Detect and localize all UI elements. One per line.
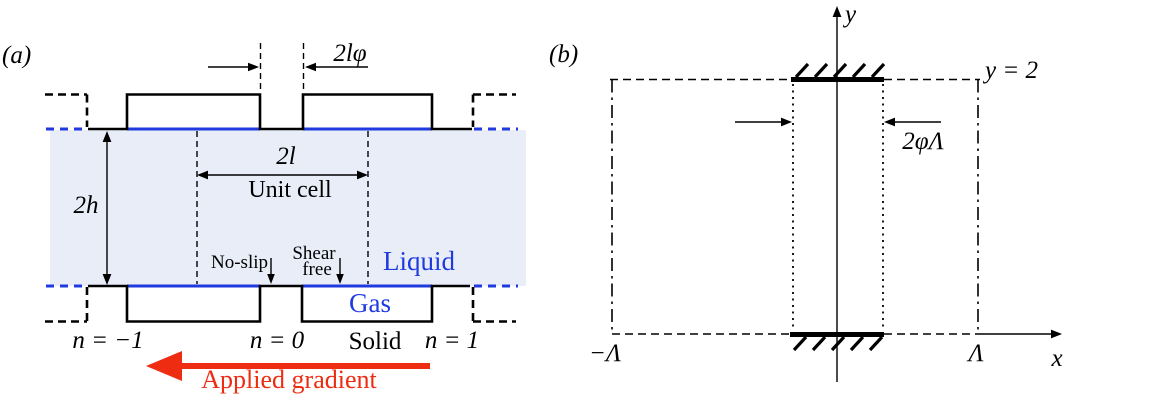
bottom-wall-outline xyxy=(88,284,470,323)
top-wall-outline xyxy=(88,93,472,131)
shear-free-annotation: Shear free xyxy=(292,243,344,284)
slot-width-dimension: 2φΛ xyxy=(735,117,944,155)
y-axis-label: y xyxy=(842,1,857,28)
top-wall xyxy=(791,62,886,82)
applied-gradient-label: Applied gradient xyxy=(201,365,377,394)
liquid-label: Liquid xyxy=(383,246,455,276)
liquid-gas-interface-lines xyxy=(127,127,432,288)
y-axis: y xyxy=(832,1,857,382)
slot-dotted-guides xyxy=(792,84,884,330)
solid-label: Solid xyxy=(349,328,402,355)
n-plus-1-label: n = 1 xyxy=(425,327,479,354)
panel-b-label: (b) xyxy=(549,41,578,68)
interface-continuation-dashes xyxy=(46,127,518,288)
arrowheads xyxy=(781,117,895,127)
wall-bar xyxy=(791,77,884,82)
x-axis-label: x xyxy=(1050,345,1062,372)
wall-hatching xyxy=(792,335,884,352)
applied-gradient-arrow xyxy=(146,351,430,381)
n-zero-label: n = 0 xyxy=(250,327,305,354)
periodic-boundaries xyxy=(611,79,979,333)
slot-width-label: 2φΛ xyxy=(902,128,943,155)
no-slip-annotation: No-slip xyxy=(211,252,275,284)
arrowhead xyxy=(336,274,344,284)
groove-width-guides xyxy=(259,43,305,93)
arrowhead xyxy=(267,274,275,284)
arrowheads xyxy=(248,62,316,72)
arrowhead xyxy=(1051,329,1062,339)
top-boundary-label: y = 2 xyxy=(982,57,1038,84)
boundary-dashes xyxy=(610,78,980,335)
bottom-wall xyxy=(790,332,884,352)
wall-bar xyxy=(790,332,884,337)
groove-width-dimension: 2lφ xyxy=(208,40,368,72)
groove-width-label: 2lφ xyxy=(333,40,366,67)
period-label: 2l xyxy=(276,143,296,170)
no-slip-label: No-slip xyxy=(211,252,268,273)
left-boundary-label: −Λ xyxy=(589,340,621,367)
unit-cell-label: Unit cell xyxy=(248,177,332,203)
shear-free-label-line1: Shear xyxy=(292,243,336,264)
panel-a: (a) 2lφ 2h 2l Uni xyxy=(2,40,526,394)
panel-b: (b) y x xyxy=(549,1,1063,382)
liquid-region xyxy=(50,130,526,286)
shear-free-label-line2: free xyxy=(302,259,332,280)
x-axis: x xyxy=(978,329,1063,372)
right-boundary-label: Λ xyxy=(966,340,983,367)
arrowhead xyxy=(832,6,842,17)
gas-label: Gas xyxy=(349,288,391,318)
n-minus-1-label: n = −1 xyxy=(72,327,143,354)
channel-height-dimension: 2h xyxy=(74,131,112,285)
channel-height-label: 2h xyxy=(74,192,99,219)
panel-a-label: (a) xyxy=(2,42,31,69)
wall-hatching xyxy=(794,62,886,79)
unit-cell-dimension: 2l Unit cell xyxy=(197,143,368,203)
wall-continuation-dashes xyxy=(45,93,516,323)
unit-cell-guides xyxy=(196,131,369,284)
